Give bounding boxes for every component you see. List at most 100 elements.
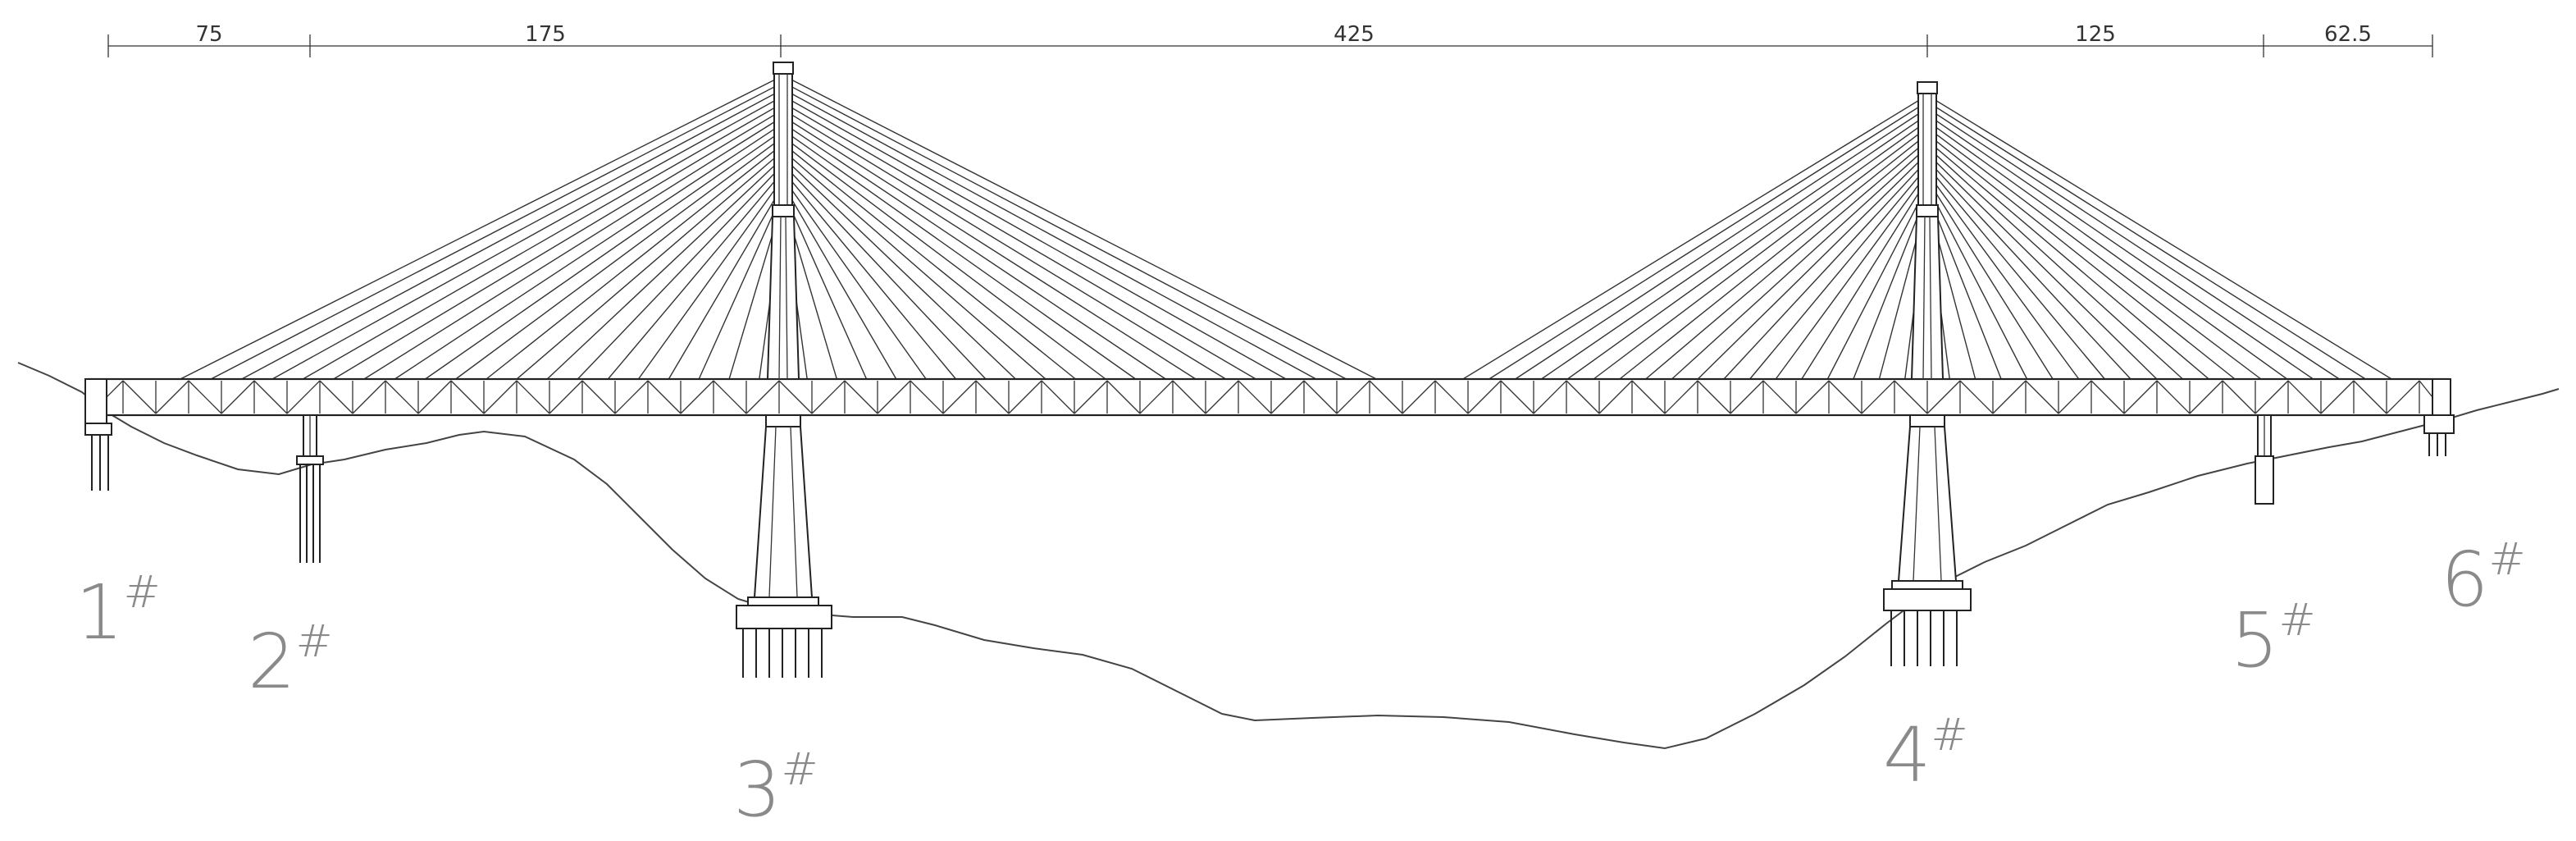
truss-diagonal bbox=[1730, 380, 1764, 414]
stay-cable bbox=[1926, 94, 2400, 385]
stay-cable bbox=[1718, 159, 1928, 385]
truss-diagonal bbox=[581, 380, 616, 414]
stay-cable bbox=[782, 116, 1204, 385]
stay-cable bbox=[1926, 153, 2163, 385]
truss-diagonal bbox=[1172, 380, 1206, 414]
truss-diagonal bbox=[811, 380, 846, 414]
truss-diagonal bbox=[1467, 380, 1502, 414]
truss-diagonal bbox=[2156, 380, 2191, 414]
stay-cable bbox=[782, 89, 1326, 385]
truss-diagonal bbox=[483, 380, 517, 414]
stay-cable bbox=[232, 89, 784, 385]
truss-diagonal bbox=[745, 380, 780, 414]
stay-cable bbox=[1926, 159, 2136, 385]
stay-cable bbox=[1798, 179, 1928, 385]
truss-diagonal bbox=[1238, 380, 1272, 414]
pylon-4 bbox=[1883, 81, 1972, 666]
stay-cable bbox=[782, 122, 1174, 385]
span-label: 425 bbox=[1334, 22, 1375, 47]
truss-diagonal bbox=[319, 380, 353, 414]
stay-cable bbox=[201, 81, 784, 385]
truss-diagonal bbox=[975, 380, 1010, 414]
truss-diagonal bbox=[286, 380, 321, 414]
truss-diagonal bbox=[221, 380, 255, 414]
truss-diagonal bbox=[2123, 380, 2158, 414]
stay-cable bbox=[572, 163, 784, 385]
stay-cable bbox=[782, 108, 1234, 385]
stay-cables bbox=[170, 75, 2400, 385]
stay-cable bbox=[325, 108, 784, 385]
stay-cable bbox=[1824, 185, 1928, 385]
truss-diagonal bbox=[188, 380, 222, 414]
truss-diagonal bbox=[614, 380, 649, 414]
stay-cable bbox=[1850, 191, 1928, 385]
stay-cable bbox=[665, 184, 784, 385]
stay-cable bbox=[634, 177, 784, 385]
truss-diagonal bbox=[844, 380, 878, 414]
truss-diagonal bbox=[1041, 380, 1075, 414]
truss-diagonal bbox=[1664, 380, 1698, 414]
stay-cable bbox=[1926, 107, 2347, 385]
stay-cable bbox=[1480, 101, 1928, 385]
pier-label-5: 5# bbox=[2231, 594, 2316, 684]
stay-cable bbox=[782, 163, 992, 385]
pier-label-3: 3# bbox=[733, 743, 818, 834]
truss-diagonal bbox=[1533, 380, 1567, 414]
truss-diagonal bbox=[1631, 380, 1666, 414]
stay-cable bbox=[782, 191, 869, 385]
stay-cable bbox=[1926, 133, 2242, 385]
truss-diagonal bbox=[2090, 380, 2125, 414]
stay-cable bbox=[541, 157, 784, 385]
truss-diagonal bbox=[1894, 380, 1928, 414]
truss-diagonal bbox=[253, 380, 288, 414]
truss-girder bbox=[87, 377, 2449, 417]
span-label: 175 bbox=[525, 22, 566, 47]
truss-diagonal bbox=[516, 380, 550, 414]
stay-cable bbox=[1612, 133, 1928, 385]
truss-diagonal bbox=[1303, 380, 1338, 414]
truss-diagonal bbox=[1926, 380, 1961, 414]
stay-cable bbox=[1666, 146, 1928, 385]
stay-cable bbox=[170, 75, 784, 385]
truss-diagonal bbox=[1762, 380, 1797, 414]
truss-diagonal bbox=[1861, 380, 1895, 414]
stay-cable bbox=[782, 157, 1022, 385]
truss-diagonal bbox=[1106, 380, 1141, 414]
stay-cable bbox=[782, 102, 1265, 385]
truss-diagonal bbox=[1795, 380, 1830, 414]
span-label: 75 bbox=[195, 22, 222, 47]
stay-cable bbox=[1454, 94, 1928, 385]
truss-diagonal bbox=[1402, 380, 1436, 414]
stay-cable bbox=[782, 81, 1356, 385]
truss-diagonal bbox=[2025, 380, 2059, 414]
stay-cable bbox=[1926, 191, 2004, 385]
truss-diagonal bbox=[549, 380, 583, 414]
truss-diagonal bbox=[713, 380, 747, 414]
truss-diagonal bbox=[1598, 380, 1633, 414]
truss-diagonal bbox=[1434, 380, 1469, 414]
truss-diagonal bbox=[1336, 380, 1370, 414]
stay-cable bbox=[262, 95, 784, 385]
stay-cable bbox=[386, 122, 784, 385]
stay-cable bbox=[1692, 153, 1928, 385]
truss-diagonal bbox=[680, 380, 714, 414]
stay-cable bbox=[1926, 101, 2374, 385]
stay-cable bbox=[782, 129, 1143, 385]
stay-cable bbox=[1926, 179, 2057, 385]
span-label: 125 bbox=[2075, 22, 2116, 47]
truss-diagonal bbox=[877, 380, 911, 414]
truss-diagonal bbox=[910, 380, 944, 414]
stay-cable bbox=[782, 149, 1052, 385]
stay-cable bbox=[782, 170, 961, 385]
stay-cable bbox=[782, 136, 1113, 385]
pier-label-4: 4# bbox=[1883, 709, 1968, 799]
stay-cable bbox=[1507, 107, 1928, 385]
stay-cable bbox=[1560, 120, 1928, 385]
truss-diagonal bbox=[155, 380, 189, 414]
pier-2 bbox=[296, 414, 324, 563]
truss-diagonal bbox=[942, 380, 977, 414]
truss-diagonal bbox=[450, 380, 485, 414]
stay-cable bbox=[417, 129, 784, 385]
truss-diagonal bbox=[2222, 380, 2256, 414]
truss-diagonal bbox=[1270, 380, 1305, 414]
